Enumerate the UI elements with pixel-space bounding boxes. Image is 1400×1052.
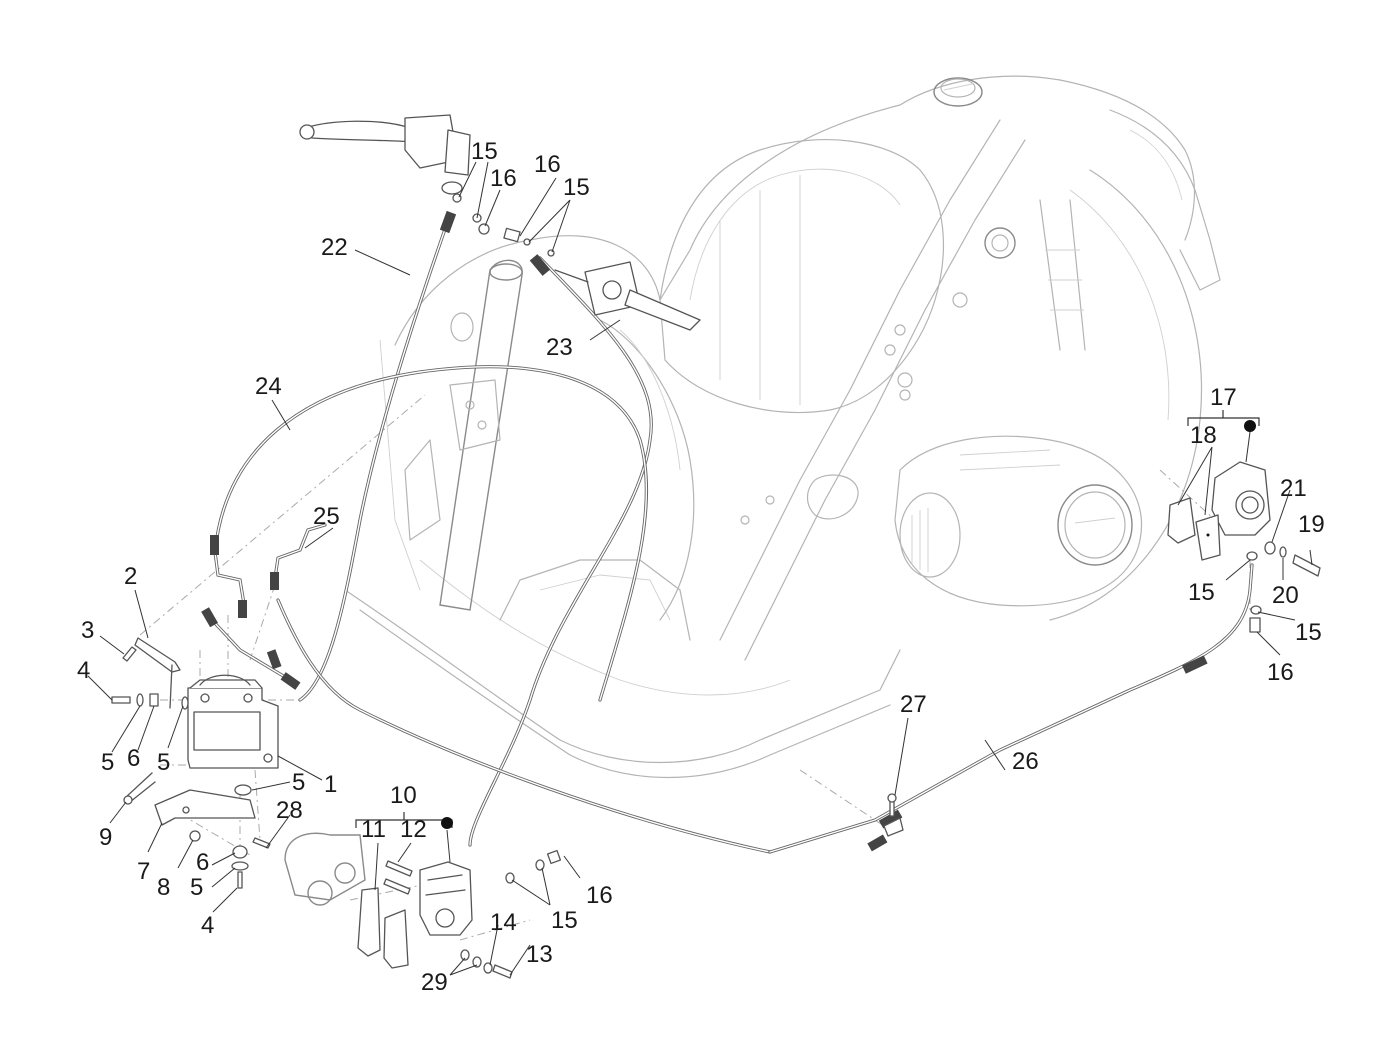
callout-27: 27 bbox=[900, 691, 927, 718]
callout-17: 17 bbox=[1210, 384, 1237, 411]
callout-9: 9 bbox=[99, 824, 112, 851]
assembly-bracket-17 bbox=[1187, 410, 1260, 426]
brake-hoses bbox=[201, 210, 1254, 854]
callout-5: 5 bbox=[190, 874, 203, 901]
callout-15: 15 bbox=[471, 138, 498, 165]
callout-21: 21 bbox=[1280, 475, 1307, 502]
callout-16: 16 bbox=[1267, 659, 1294, 686]
callout-16: 16 bbox=[534, 151, 561, 178]
assembly-brackets bbox=[355, 410, 1260, 863]
callout-labels: 15 16 16 15 22 23 24 25 2 3 4 5 6 5 1 5 … bbox=[77, 138, 1325, 996]
alignment-lines bbox=[139, 394, 1251, 941]
abs-mounting-hardware bbox=[111, 637, 271, 889]
rear-brake-hose-26 bbox=[768, 563, 1254, 854]
callout-19: 19 bbox=[1298, 511, 1325, 538]
left-brake-lever-master-cylinder bbox=[299, 114, 471, 195]
callout-7: 7 bbox=[137, 858, 150, 885]
assembly-marker-17 bbox=[1244, 420, 1256, 432]
callout-26: 26 bbox=[1012, 748, 1039, 775]
callout-16: 16 bbox=[490, 165, 517, 192]
front-brake-caliper-assembly bbox=[284, 832, 562, 979]
callout-24: 24 bbox=[255, 373, 282, 400]
abs-modulator bbox=[187, 674, 279, 769]
callout-22: 22 bbox=[321, 234, 348, 261]
rear-brake-caliper-assembly bbox=[1167, 461, 1321, 633]
callout-5: 5 bbox=[101, 749, 114, 776]
callout-10: 10 bbox=[390, 782, 417, 809]
callout-4: 4 bbox=[77, 657, 90, 684]
callout-16: 16 bbox=[586, 882, 613, 909]
callout-2: 2 bbox=[124, 563, 137, 590]
callout-29: 29 bbox=[421, 969, 448, 996]
callout-5: 5 bbox=[157, 749, 170, 776]
callout-11: 11 bbox=[361, 816, 386, 843]
callout-15: 15 bbox=[1188, 579, 1215, 606]
callout-13: 13 bbox=[526, 941, 553, 968]
leader-lines bbox=[87, 161, 1313, 976]
callout-6: 6 bbox=[196, 849, 209, 876]
callout-28: 28 bbox=[276, 797, 303, 824]
callout-1: 1 bbox=[324, 771, 337, 798]
scooter-frame bbox=[344, 75, 1221, 779]
right-brake-lever-master-cylinder bbox=[554, 261, 701, 331]
callout-5: 5 bbox=[292, 769, 305, 796]
brake-pipe-25 bbox=[273, 523, 327, 580]
assembly-marker-10 bbox=[441, 817, 453, 829]
callout-12: 12 bbox=[400, 816, 427, 843]
callout-20: 20 bbox=[1272, 582, 1299, 609]
callout-15: 15 bbox=[551, 907, 578, 934]
callout-15: 15 bbox=[1295, 619, 1322, 646]
callout-3: 3 bbox=[81, 617, 94, 644]
callout-6: 6 bbox=[127, 745, 140, 772]
callout-14: 14 bbox=[490, 909, 517, 936]
callout-23: 23 bbox=[546, 334, 573, 361]
banjo-fittings-top bbox=[452, 193, 555, 257]
callout-4: 4 bbox=[201, 912, 214, 939]
callout-8: 8 bbox=[157, 874, 170, 901]
hose-clamp bbox=[883, 793, 904, 837]
callout-25: 25 bbox=[313, 503, 340, 530]
callout-15: 15 bbox=[563, 174, 590, 201]
callout-18: 18 bbox=[1190, 422, 1217, 449]
